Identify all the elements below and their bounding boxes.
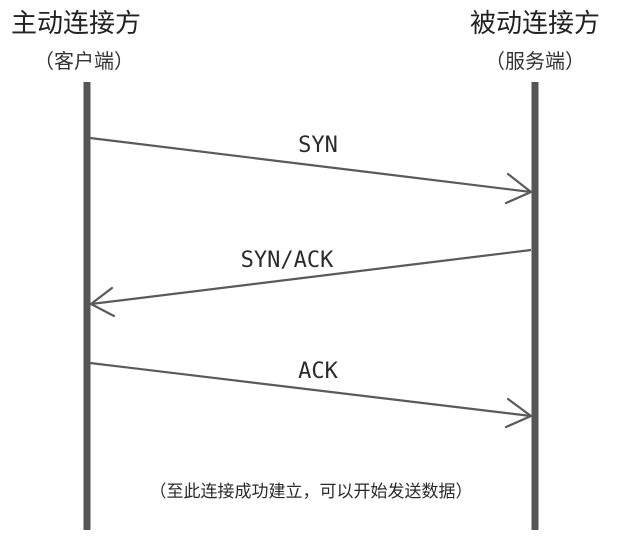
syn-ack-message: SYN/ACK	[89, 248, 532, 318]
syn-ack-label: SYN/ACK	[241, 248, 334, 273]
syn-arrow-line	[89, 136, 532, 194]
client-title: 主动连接方	[11, 9, 141, 39]
syn-arrow-head	[504, 172, 533, 205]
connection-established-note: （至此连接成功建立，可以开始发送数据）	[150, 482, 473, 502]
ack-message: ACK	[89, 359, 533, 429]
client-subtitle: （客户端）	[34, 49, 134, 73]
syn-ack-arrow-line	[90, 248, 532, 306]
server-title: 被动连接方	[470, 9, 600, 39]
ack-label: ACK	[298, 359, 338, 384]
syn-message: SYN	[89, 133, 533, 205]
ack-arrow-head	[504, 397, 533, 429]
syn-ack-arrow-head	[89, 286, 116, 318]
ack-arrow-line	[89, 361, 532, 418]
syn-label: SYN	[298, 133, 338, 158]
server-subtitle: （服务端）	[485, 49, 585, 73]
